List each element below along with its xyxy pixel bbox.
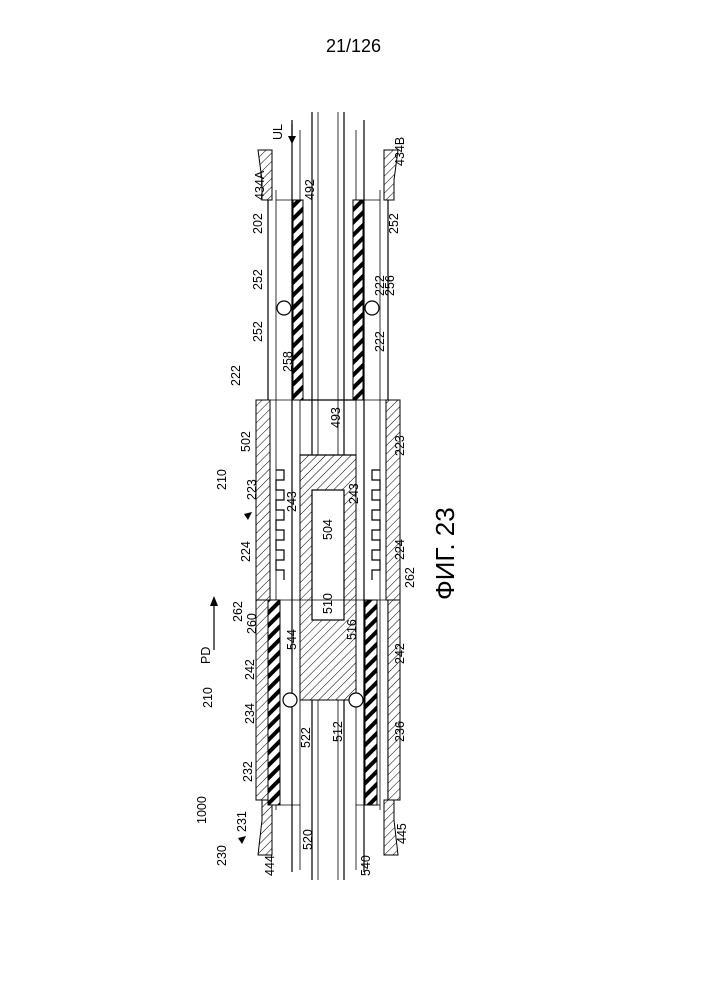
label-202: 202 [251,213,265,234]
label-210a: 210 [215,469,229,490]
label-210b: 210 [201,687,215,708]
label-520: 520 [301,829,315,850]
label-262a: 262 [403,567,417,588]
label-231: 231 [235,811,249,832]
label-232: 232 [241,761,255,782]
label-222a: 222 [373,331,387,352]
assembly-body [210,112,400,880]
label-1000: 1000 [195,796,209,824]
label-243a: 243 [285,491,299,512]
label-pd: PD [199,647,213,664]
label-260: 260 [245,613,259,634]
label-223b: 223 [245,479,259,500]
label-ul: UL [271,124,285,140]
label-502: 502 [239,431,253,452]
label-540: 540 [359,855,373,876]
label-258: 258 [281,351,295,372]
label-236: 236 [393,721,407,742]
label-544: 544 [285,629,299,650]
label-222c: 222 [373,275,387,296]
label-445: 445 [395,823,409,844]
label-492: 492 [303,179,317,200]
label-222b: 222 [229,365,243,386]
label-262b: 262 [231,601,245,622]
label-234: 234 [243,703,257,724]
label-243b: 243 [347,483,361,504]
label-434a: 434A [253,170,267,200]
label-224a: 224 [239,541,253,562]
figure-title: ФИГ. 23 [430,507,460,600]
label-242b: 242 [243,659,257,680]
label-252c: 252 [251,321,265,342]
label-434b: 434B [393,137,407,166]
label-522: 522 [299,727,313,748]
label-224b: 224 [393,539,407,560]
label-252a: 252 [387,213,401,234]
label-516: 516 [345,619,359,640]
label-242a: 242 [393,643,407,664]
label-504: 504 [321,519,335,540]
label-444: 444 [263,855,277,876]
label-252b: 252 [251,269,265,290]
label-230: 230 [215,845,229,866]
label-493: 493 [329,407,343,428]
label-512: 512 [331,721,345,742]
label-510: 510 [321,593,335,614]
label-223a: 223 [393,435,407,456]
